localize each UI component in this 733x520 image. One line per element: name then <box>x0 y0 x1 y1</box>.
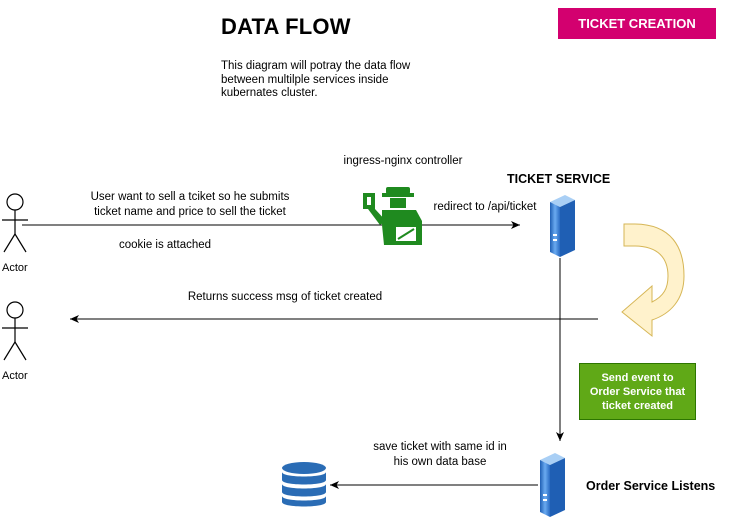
event-box-line1: Send event to <box>601 371 674 384</box>
save-label-line1: save ticket with same id in <box>373 441 507 453</box>
event-box-line2: Order Service that <box>589 385 686 398</box>
order-service-label: Order Service Listens <box>586 479 716 493</box>
ticket-service-server-icon <box>550 195 575 257</box>
order-service-server-icon <box>540 453 565 517</box>
save-label-line2: his own data base <box>393 456 487 468</box>
submit-label-line1: User want to sell a tciket so he submits <box>90 191 290 203</box>
event-box-line3: ticket created <box>602 399 673 412</box>
returns-label: Returns success msg of ticket created <box>187 291 383 303</box>
diagram-title: DATA FLOW <box>221 14 351 39</box>
ingress-label: ingress-nginx controller <box>343 155 463 167</box>
submit-label-line2: ticket name and price to sell the ticket <box>94 206 286 218</box>
actor-label: Actor <box>2 262 28 274</box>
diagram-description: This diagram will potray the data flow b… <box>221 60 411 99</box>
ticket-service-label: TICKET SERVICE <box>507 172 611 186</box>
database-icon <box>282 462 326 507</box>
cookie-label: cookie is attached <box>118 239 212 251</box>
redirect-label: redirect to /api/ticket <box>433 201 537 213</box>
actor-figure-icon <box>2 193 28 253</box>
actor-label: Actor <box>2 370 28 382</box>
actor-figure-icon <box>2 301 28 361</box>
ticket-creation-badge: TICKET CREATION <box>558 8 716 39</box>
send-event-box: Send event to Order Service that ticket … <box>579 363 696 420</box>
curved-arrow-icon <box>621 223 685 338</box>
ingress-controller-icon <box>363 187 422 245</box>
